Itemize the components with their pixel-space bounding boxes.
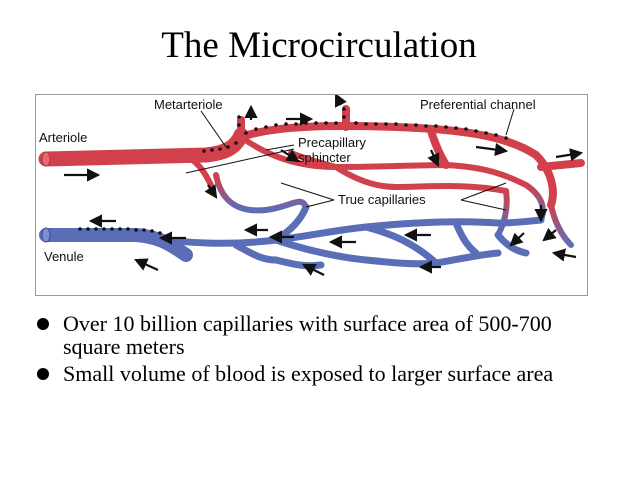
bullet-text: Over 10 billion capillaries with surface… xyxy=(63,311,552,359)
bullet-item: Over 10 billion capillaries with surface… xyxy=(36,312,596,358)
label-precapillary-line2: sphincter xyxy=(298,150,351,165)
label-precapillary-line1: Precapillary xyxy=(298,135,366,150)
bullet-text: Small volume of blood is exposed to larg… xyxy=(63,361,554,386)
bullet-dot-icon xyxy=(37,368,49,380)
sphincter-dots xyxy=(78,107,508,235)
label-preferential-channel: Preferential channel xyxy=(420,97,536,112)
microcirculation-diagram: Metarteriole Preferential channel Arteri… xyxy=(35,94,588,296)
bullet-item: Small volume of blood is exposed to larg… xyxy=(36,362,596,385)
venous-capillaries xyxy=(132,203,545,270)
flow-arrows xyxy=(64,95,584,276)
label-arteriole: Arteriole xyxy=(39,130,87,145)
bullet-dot-icon xyxy=(37,318,49,330)
label-leader-lines xyxy=(185,108,515,211)
label-metarteriole: Metarteriole xyxy=(154,97,223,112)
label-true-capillaries: True capillaries xyxy=(338,192,426,207)
slide-title: The Microcirculation xyxy=(161,25,477,66)
bullet-list: Over 10 billion capillaries with surface… xyxy=(36,312,596,389)
label-venule: Venule xyxy=(44,249,84,264)
